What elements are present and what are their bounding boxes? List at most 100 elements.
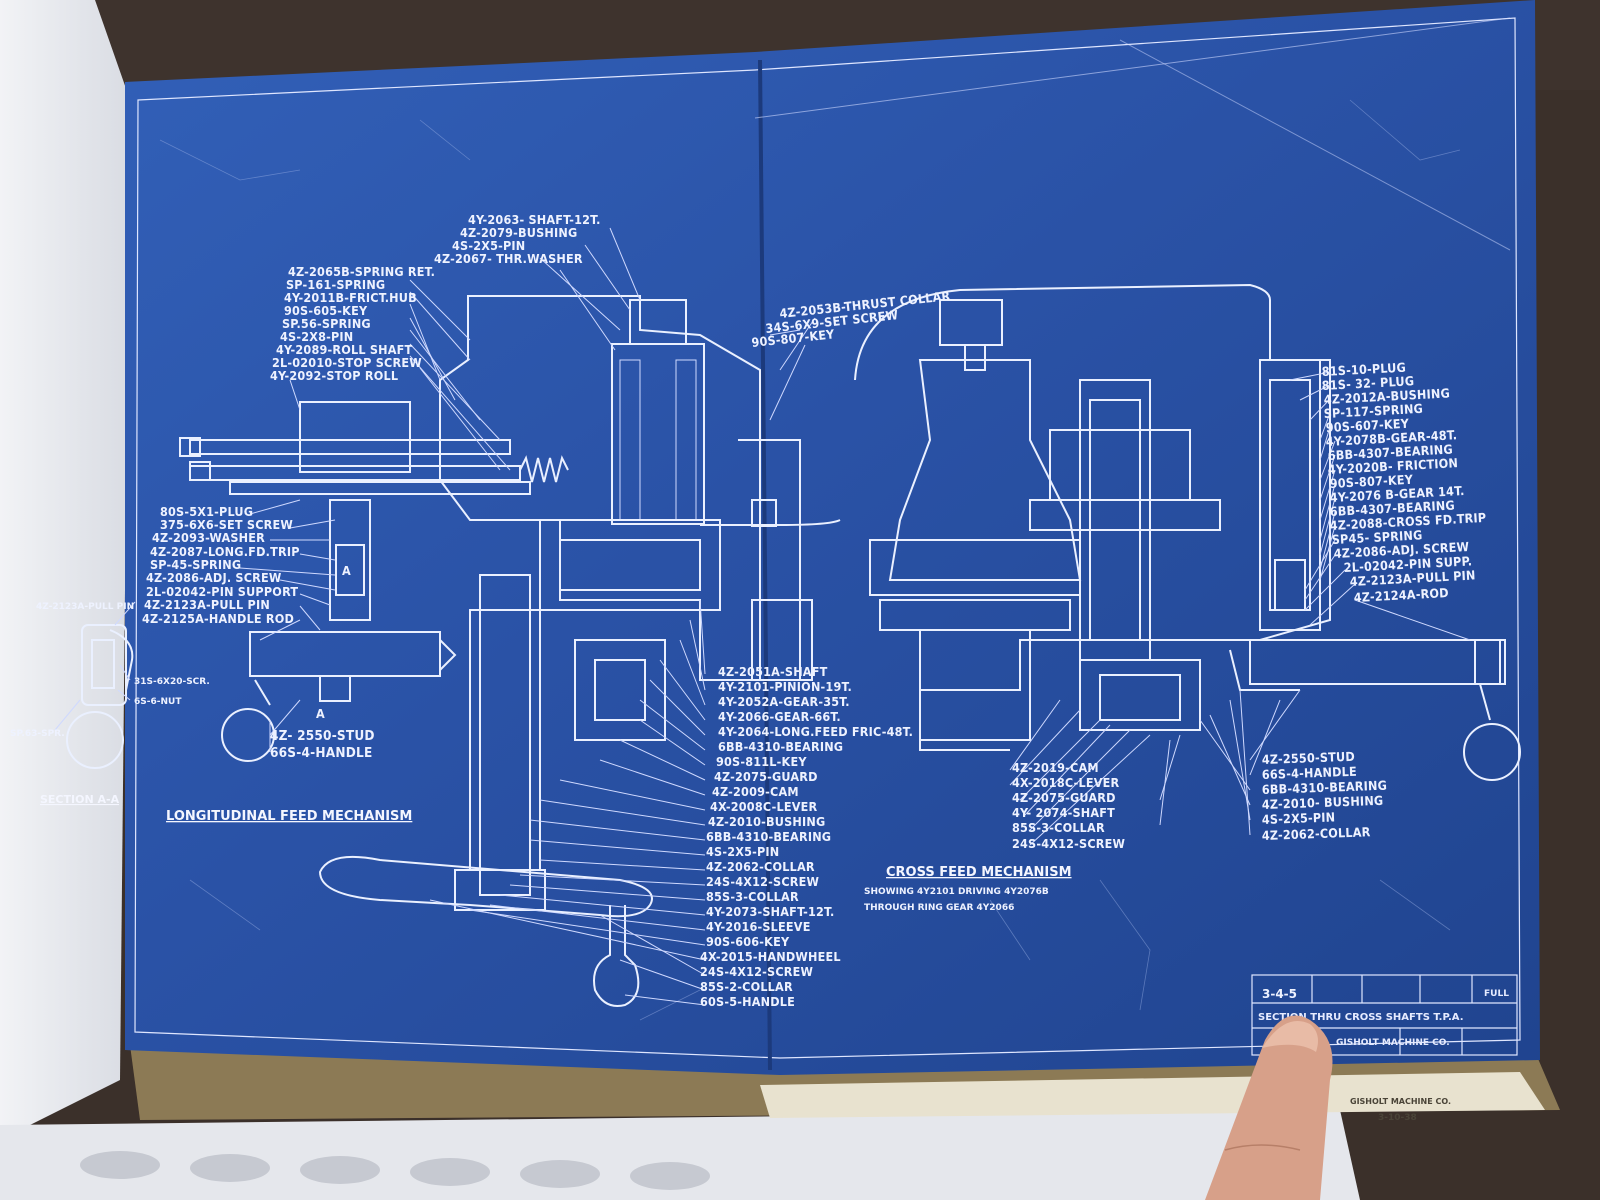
paper-wear <box>159 99 1461 1021</box>
callout-4s-2x5: 4S-2X5-PIN <box>452 238 525 253</box>
callout-375-6x6: 375-6X6-SET SCREW <box>160 517 293 532</box>
callout-c8: 4Z-2009-CAM <box>712 784 799 799</box>
callout-2l-02010: 2L-02010-STOP SCREW <box>272 355 422 370</box>
drawing-title: SECTION THRU CROSS SHAFTS T.P.A. <box>1258 1012 1464 1023</box>
callout-r6: 6BB-4307-BEARING <box>1327 441 1453 463</box>
callout-4y-2092: 4Y-2092-STOP ROLL <box>270 368 398 383</box>
callout-r9: 4Y-2076 B-GEAR 14T. <box>1329 483 1465 505</box>
callout-4z-2125a: 4Z-2125A-HANDLE ROD <box>142 611 294 626</box>
callout-2l-02042: 2L-02042-PIN SUPPORT <box>146 584 298 599</box>
callout-rl1: 66S-4-HANDLE <box>1262 764 1357 782</box>
callout-4y-2089: 4Y-2089-ROLL SHAFT <box>276 342 413 357</box>
cross-feed-title-block: CROSS FEED MECHANISM SHOWING 4Y2101 DRIV… <box>864 865 1072 913</box>
callout-rl5: 4Z-2062-COLLAR <box>1262 824 1371 843</box>
callout-c7: 4Z-2075-GUARD <box>714 769 818 784</box>
callout-4z-2086: 4Z-2086-ADJ. SCREW <box>146 570 282 585</box>
callout-c12: 4S-2X5-PIN <box>706 844 779 859</box>
callout-r14: 2L-02042-PIN SUPP. <box>1343 553 1472 575</box>
callout-c0: 4Z-2051A-SHAFT <box>718 664 828 679</box>
callout-66s-4-left: 66S-4-HANDLE <box>270 745 372 761</box>
callout-x2: 4Z-2075-GUARD <box>1012 790 1116 805</box>
title-block: 3-4-5 FULL SECTION THRU CROSS SHAFTS T.P… <box>1251 974 1518 1056</box>
callout-r3: SP-117-SPRING <box>1323 401 1423 421</box>
callout-c11: 6BB-4310-BEARING <box>706 829 831 844</box>
book-white-pages <box>0 0 130 1140</box>
callout-r13: 4Z-2086-ADJ. SCREW <box>1333 539 1469 561</box>
left-top-callouts: 4Y-2063- SHAFT-12T. 4Z-2079-BUSHING 4S-2… <box>434 212 600 266</box>
section-marker-a-upper: A <box>342 563 351 578</box>
callout-c14: 24S-4X12-SCREW <box>706 874 820 889</box>
cross-feed-note-1: SHOWING 4Y2101 DRIVING 4Y2076B <box>864 887 1049 897</box>
callout-r12: SP45- SPRING <box>1331 527 1422 547</box>
callout-r0: 81S-10-PLUG <box>1321 360 1406 379</box>
callout-rl4: 4S-2X5-PIN <box>1262 809 1336 827</box>
callout-4z-2093: 4Z-2093-WASHER <box>152 530 265 545</box>
drawing-scale: FULL <box>1484 989 1509 999</box>
callout-aa-pull-pin: 4Z-2123A-PULL PIN <box>36 602 134 612</box>
callout-4s-2x8: 4S-2X8-PIN <box>280 329 353 344</box>
cross-feed-title: CROSS FEED MECHANISM <box>886 865 1072 880</box>
left-lower-callouts: 80S-5X1-PLUG 375-6X6-SET SCREW 4Z-2093-W… <box>142 504 300 626</box>
callout-c1: 4Y-2101-PINION-19T. <box>718 679 852 694</box>
callout-r2: 4Z-2012A-BUSHING <box>1323 385 1450 407</box>
callout-90s-605: 90S-605-KEY <box>284 303 368 318</box>
callout-c4: 4Y-2064-LONG.FEED FRIC-48T. <box>718 724 913 739</box>
callout-aa-spring: SP.63-SPR. <box>10 729 65 739</box>
callout-4z-2079: 4Z-2079-BUSHING <box>460 225 577 240</box>
callout-c19: 4X-2015-HANDWHEEL <box>700 949 841 964</box>
callout-sp-161: SP-161-SPRING <box>286 277 385 292</box>
drawing-number: 3-4-5 <box>1262 987 1297 1001</box>
callout-r15: 4Z-2123A-PULL PIN <box>1349 567 1476 589</box>
callout-c9: 4X-2008C-LEVER <box>710 799 817 814</box>
section-aa-drawing <box>66 624 134 769</box>
blueprint-sheet <box>125 0 1540 1075</box>
callout-c2: 4Y-2052A-GEAR-35T. <box>718 694 850 709</box>
callout-c10: 4Z-2010-BUSHING <box>708 814 825 829</box>
callout-x4: 85S-3-COLLAR <box>1012 820 1105 835</box>
callout-rl3: 4Z-2010- BUSHING <box>1262 793 1384 812</box>
lower-sheet-text: GISHOLT MACHINE CO. 3-10-38 <box>1350 1097 1451 1123</box>
callout-rl0: 4Z-2550-STUD <box>1262 749 1356 767</box>
callout-c5: 6BB-4310-BEARING <box>718 739 843 754</box>
callout-c22: 60S-5-HANDLE <box>700 994 795 1009</box>
callout-c6: 90S-811L-KEY <box>716 754 807 769</box>
longitudinal-feed-drawing <box>179 295 841 1007</box>
callout-4z-2065b: 4Z-2065B-SPRING RET. <box>288 264 435 279</box>
callout-c17: 4Y-2016-SLEEVE <box>706 919 811 934</box>
callout-80s-5x1: 80S-5X1-PLUG <box>160 504 253 519</box>
cross-feed-note-2: THROUGH RING GEAR 4Y2066 <box>864 903 1014 913</box>
leader-lines <box>54 227 1471 1006</box>
cross-feed-drawing <box>854 283 1521 781</box>
pointing-finger <box>1205 1015 1333 1200</box>
left-handle-labels: 4Z- 2550-STUD 66S-4-HANDLE <box>270 728 375 761</box>
callout-sp-45: SP-45-SPRING <box>150 557 241 572</box>
callout-r4: 90S-607-KEY <box>1325 416 1410 435</box>
callout-4z-2087: 4Z-2087-LONG.FD.TRIP <box>150 544 300 559</box>
callout-x1: 4X-2018C-LEVER <box>1012 775 1119 790</box>
center-fold <box>758 59 772 1071</box>
callout-aa-nut: 6S-6-NUT <box>134 697 182 707</box>
callout-c13: 4Z-2062-COLLAR <box>706 859 815 874</box>
callout-c20: 24S-4X12-SCREW <box>700 964 814 979</box>
callout-r8: 90S-807-KEY <box>1329 472 1414 491</box>
left-upper-callouts: 4Z-2065B-SPRING RET. SP-161-SPRING 4Y-20… <box>270 264 435 383</box>
callout-x5: 24S-4X12-SCREW <box>1012 836 1126 851</box>
right-lower-callouts: 4Z-2550-STUD 66S-4-HANDLE 6BB-4310-BEARI… <box>1262 749 1388 843</box>
callout-x3: 4Y- 2074-SHAFT <box>1012 805 1115 820</box>
callout-r5: 4Y-2078B-GEAR-48T. <box>1325 427 1457 449</box>
callout-4z-2123a: 4Z-2123A-PULL PIN <box>144 597 270 612</box>
center-callouts: 4Z-2051A-SHAFT 4Y-2101-PINION-19T. 4Y-20… <box>700 664 913 1009</box>
callout-sp-56: SP.56-SPRING <box>282 316 371 331</box>
callout-c16: 4Y-2073-SHAFT-12T. <box>706 904 834 919</box>
longitudinal-feed-title: LONGITUDINAL FEED MECHANISM <box>166 809 412 824</box>
callout-c21: 85S-2-COLLAR <box>700 979 793 994</box>
shelf-holes <box>80 1151 710 1190</box>
callout-x0: 4Z-2019-CAM <box>1012 760 1099 775</box>
callout-r7: 4Y-2020B- FRICTION <box>1327 455 1458 477</box>
callout-c3: 4Y-2066-GEAR-66T. <box>718 709 841 724</box>
callout-4z-2550-left: 4Z- 2550-STUD <box>270 728 375 744</box>
lower-sheet-company: GISHOLT MACHINE CO. <box>1350 1097 1451 1106</box>
callout-r1: 81S- 32- PLUG <box>1321 373 1414 393</box>
lower-sheet-date: 3-10-38 <box>1378 1113 1417 1123</box>
